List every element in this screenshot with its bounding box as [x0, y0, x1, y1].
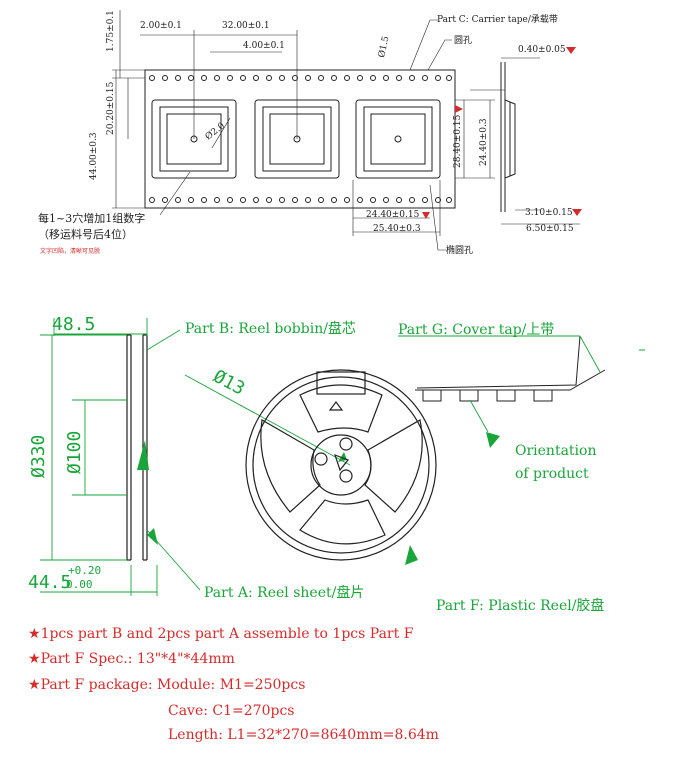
dim-bore-diameter: Ø13 — [210, 366, 249, 400]
tape-pocket — [355, 99, 441, 179]
dim-tol-upper: +0.20 — [68, 564, 101, 577]
part-g-label: Part G: Cover tap/上带 — [398, 322, 554, 338]
note-line-2: ★Part F Spec.: 13"*4"*44mm — [28, 651, 235, 667]
dim-2540: 25.40±0.3 — [373, 224, 421, 234]
tape-side-profile — [500, 62, 516, 212]
dim-2b: Ø2.0 — [203, 120, 227, 142]
dim-175: 1.75±0.1 — [106, 10, 116, 52]
green-arrows — [137, 432, 500, 565]
orientation-label-2: of product — [515, 466, 589, 482]
note-line-3: ★Part F package: Module: M1=250pcs — [28, 677, 305, 693]
note-every-hole-2: （移运料号后4位） — [38, 227, 133, 241]
dim-4: 4.00±0.1 — [243, 41, 285, 51]
star-icon: ★ — [28, 651, 41, 667]
dim-15: Ø1.5 — [376, 35, 391, 59]
part-a-label: Part A: Reel sheet/盘片 — [204, 584, 364, 601]
star-icon: ★ — [28, 677, 41, 693]
dim-2020: 20.20±0.15 — [106, 81, 116, 135]
part-c-label: Part C: Carrier tape/承载带 — [437, 13, 558, 25]
cover-tape — [398, 335, 606, 433]
note-text-5: Length: L1=32*270=8640mm=8.64m — [168, 727, 439, 743]
note-line-1: ★1pcs part B and 2pcs part A assemble to… — [28, 626, 413, 642]
note-text-4: Cave: C1=270pcs — [168, 703, 295, 719]
part-b-label: Part B: Reel bobbin/盘芯 — [185, 320, 356, 337]
reel-front-view — [245, 369, 437, 561]
round-hole-label: 圆孔 — [454, 35, 472, 46]
note-text-2: Part F Spec.: 13"*4"*44mm — [40, 651, 235, 667]
dim-040: 0.40±0.05 — [518, 45, 566, 55]
note-every-hole-1: 每1~3穴增加1组数字 — [38, 211, 145, 225]
note-text-1: 1pcs part B and 2pcs part A assemble to … — [40, 626, 414, 642]
dim-2: 2.00±0.1 — [140, 21, 182, 31]
sprocket-holes-bottom — [149, 197, 452, 203]
dim-310: 3.10±0.15 — [525, 208, 573, 218]
red-markers — [422, 47, 582, 219]
dim-outer-diameter: Ø330 — [28, 435, 49, 478]
orientation-label-1: Orientation — [515, 443, 596, 459]
dim-hub-diameter: Ø100 — [64, 431, 85, 474]
note-text-3: Part F package: Module: M1=250pcs — [40, 677, 306, 693]
note-red: 文字凹陷，清晰可见脱 — [40, 247, 100, 255]
part-f-label: Part F: Plastic Reel/胶盘 — [436, 597, 604, 614]
sprocket-holes-top — [149, 75, 452, 81]
dim-reel-width-bottom: 44.5 — [28, 572, 71, 593]
dim-32: 32.00±0.1 — [222, 21, 270, 31]
star-icon: ★ — [28, 626, 41, 642]
oval-hole-label: 椭圆孔 — [446, 244, 473, 256]
dim-44: 44.00±0.3 — [89, 132, 99, 180]
dim-2440h: 24.40±0.15 — [366, 210, 420, 220]
dim-reel-width-top: 48.5 — [52, 314, 95, 335]
dim-650: 6.50±0.15 — [526, 224, 574, 234]
carrier-tape-outline — [144, 69, 456, 209]
dim-2440v: 24.40±0.3 — [479, 118, 489, 166]
dim-tol-lower: 0.00 — [66, 578, 93, 591]
dim-2840: 28.40±0.15 — [453, 114, 463, 168]
